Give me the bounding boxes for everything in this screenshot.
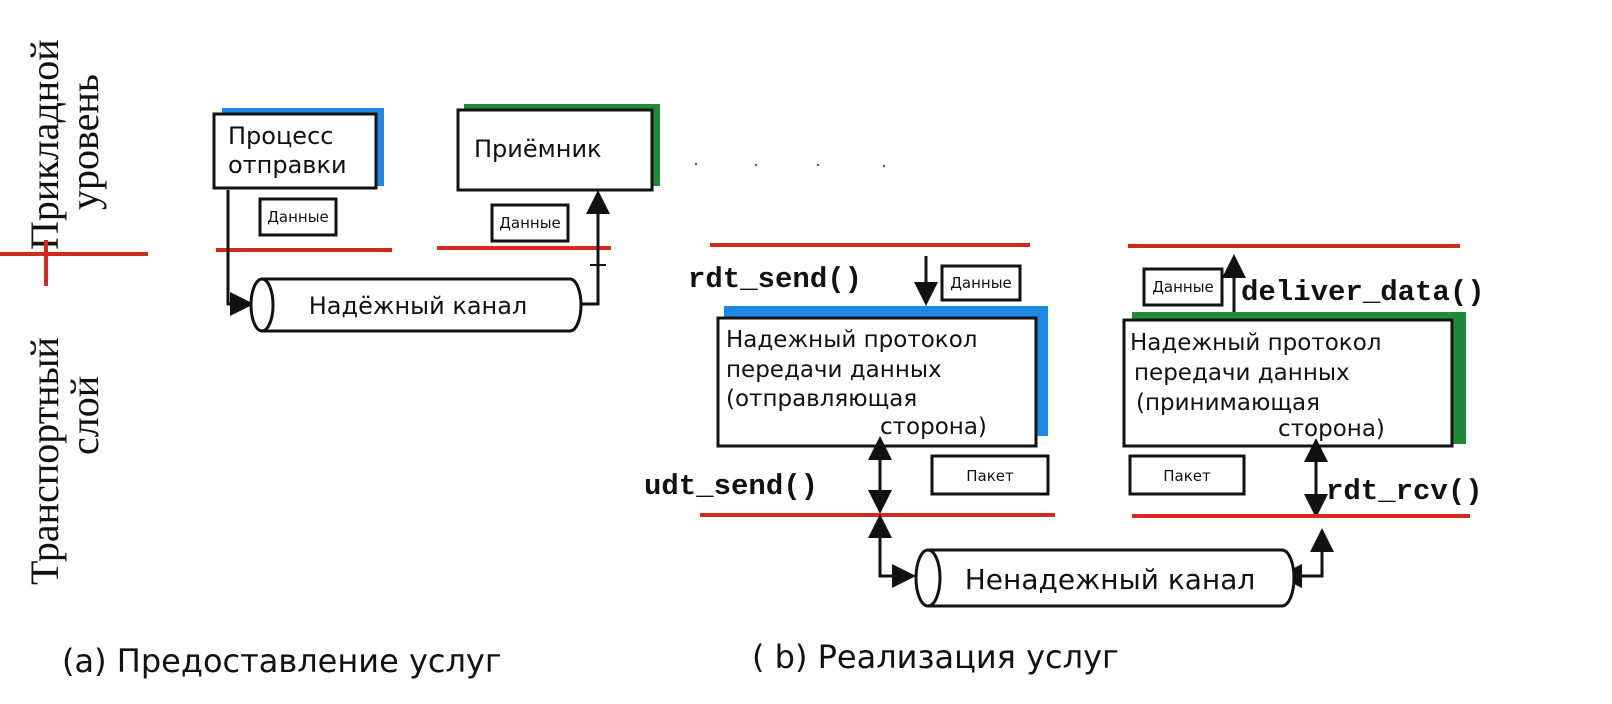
sender-arrow <box>226 190 254 316</box>
sender-protocol-box <box>716 316 1038 448</box>
rdt-rcv-label: rdt_rcv() <box>1326 475 1483 508</box>
caption-b: ( b) Реализация услуг <box>752 638 1119 676</box>
stray-dot <box>694 162 698 166</box>
stray-dot <box>754 163 758 167</box>
data-label-b-left: Данные <box>950 274 1012 292</box>
data-box-b-right <box>1142 267 1224 307</box>
data-box-sender <box>258 197 338 237</box>
reliable-channel-label: Надёжный канал <box>309 292 528 320</box>
receiver-arrow <box>578 190 610 306</box>
data-label-sender: Данные <box>267 208 329 226</box>
reliable-channel-pipe <box>249 277 583 333</box>
receiver-protocol-box <box>1122 318 1454 448</box>
sender-protocol-line3: (отправляющая <box>726 386 917 412</box>
receiver-channel-arrow <box>1278 528 1334 588</box>
receiver-protocol-line2: передачи данных <box>1134 360 1350 386</box>
data-box-receiver <box>490 203 570 243</box>
sender-channel-arrow <box>868 514 916 588</box>
sender-protocol-line2: передачи данных <box>726 357 942 383</box>
packet-box-right <box>1128 454 1246 496</box>
application-layer-line2: уровень <box>62 74 107 210</box>
receiver-protocol-line3: (принимающая <box>1136 390 1320 416</box>
rdt-send-label: rdt_send() <box>688 263 862 296</box>
caption-a: (a) Предоставление услуг <box>62 642 502 680</box>
data-box-b-left <box>940 264 1022 302</box>
sender-protocol-line1: Надежный протокол <box>726 327 977 353</box>
transport-layer-line2: слой <box>62 376 107 455</box>
panel-a: Процесс отправки Приёмник Данные Данные … <box>62 104 660 680</box>
data-label-receiver: Данные <box>499 214 561 232</box>
sender-protocol-line4: сторона) <box>880 414 987 440</box>
receiver-label: Приёмник <box>474 135 602 163</box>
receiver-protocol-line1: Надежный протокол <box>1130 330 1381 356</box>
udt-send-label: udt_send() <box>644 470 818 503</box>
unreliable-channel-label: Ненадежный канал <box>965 563 1256 596</box>
stray-dot <box>816 163 820 167</box>
packet-label-left: Пакет <box>966 467 1014 485</box>
sender-process-box <box>212 112 378 190</box>
deliver-data-label: deliver_data() <box>1241 276 1485 309</box>
panel-b: rdt_send() Данные Данные deliver_data() … <box>644 243 1485 676</box>
sender-process-line2: отправки <box>228 151 347 179</box>
packet-box-left <box>930 454 1050 496</box>
unreliable-channel-pipe <box>914 548 1296 608</box>
receiver-box <box>456 108 654 192</box>
sender-process-line1: Процесс <box>228 122 333 150</box>
data-label-b-right: Данные <box>1152 278 1214 296</box>
application-layer-line1: Прикладной <box>22 39 67 250</box>
application-layer-label: Прикладной уровень <box>22 39 107 250</box>
stray-dot <box>882 164 886 168</box>
transport-layer-line1: Транспортный <box>22 337 67 585</box>
packet-label-right: Пакет <box>1163 467 1211 485</box>
transport-layer-label: Транспортный слой <box>22 337 107 585</box>
receiver-protocol-line4: сторона) <box>1278 416 1385 442</box>
